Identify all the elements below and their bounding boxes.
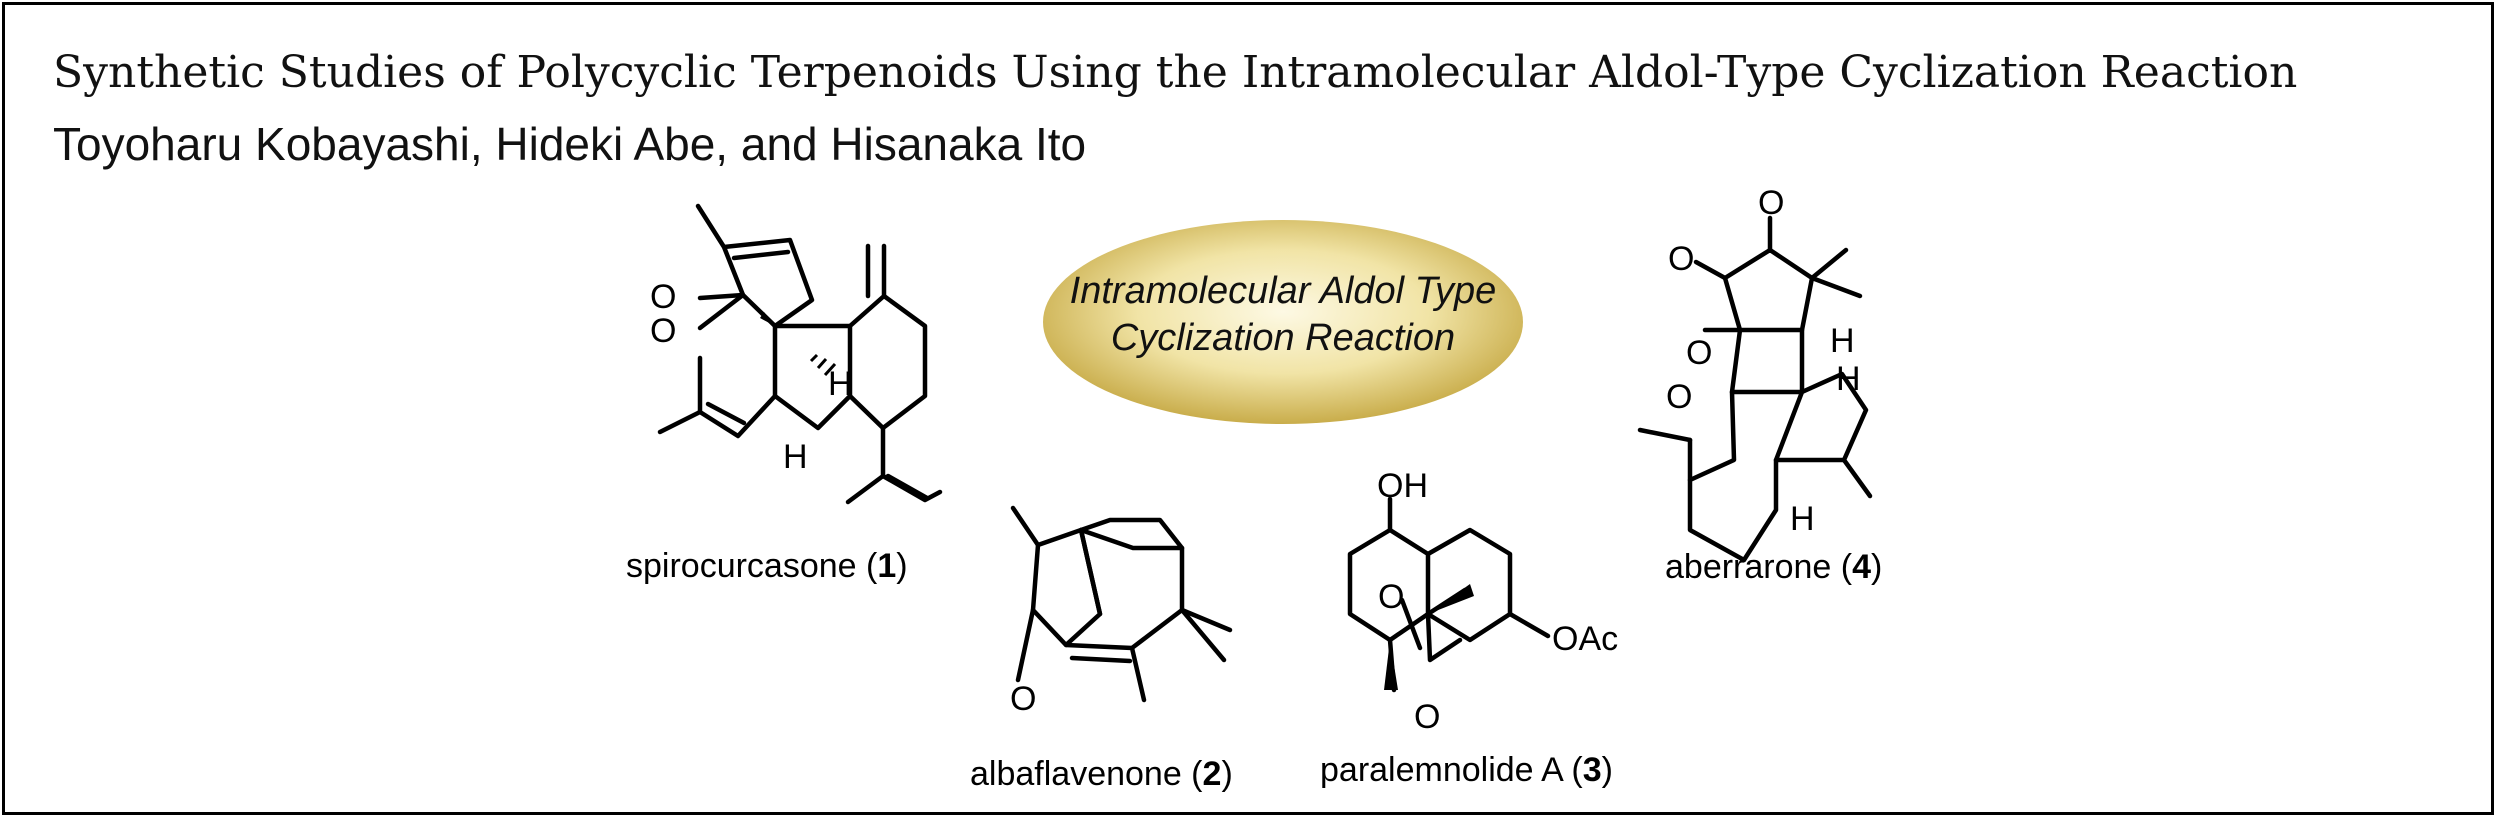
caption-close: ) [1221,755,1232,793]
caption-number: 4 [1852,548,1871,586]
caption-number: 2 [1203,755,1222,793]
oxygen-label: O [650,312,676,350]
hydrogen-label: H [1830,322,1855,360]
oxygen-label: O [650,278,676,316]
caption-compound-1: spirocurcasone (1) [626,547,908,585]
hydrogen-label: H [828,365,853,403]
hydrogen-label: H [1790,500,1815,538]
structure-spirocurcasone: O O H H spirocurcasone (1) [626,203,943,585]
caption-number: 1 [877,547,896,585]
caption-number: 3 [1583,751,1602,789]
caption-close: ) [896,547,907,585]
oxygen-label: O [1666,378,1692,416]
oxygen-label: O [1758,184,1784,222]
hydrogen-label: H [783,438,808,476]
acetoxy-label: OAc [1552,620,1618,658]
oval-line-1: Intramolecular Aldol Type [1070,270,1497,312]
caption-compound-3: paralemnolide A (3) [1320,751,1613,789]
hydroxyl-label: OH [1377,467,1428,505]
caption-compound-2: albaflavenone (2) [970,755,1233,793]
caption-compound-4: aberrarone (4) [1665,548,1882,586]
structure-paralemnolide-a: OH O O OAc paralemnolide A (3) [1320,467,1618,789]
oxygen-label: O [1686,334,1712,372]
paper-title: Synthetic Studies of Polycyclic Terpenoi… [53,47,2298,98]
oxygen-label: O [1414,698,1440,736]
caption-name: spirocurcasone ( [626,547,878,585]
oval-line-2: Cyclization Reaction [1111,317,1455,359]
caption-name: paralemnolide A ( [1320,751,1583,789]
caption-name: albaflavenone ( [970,755,1203,793]
caption-name: aberrarone ( [1665,548,1853,586]
caption-close: ) [1871,548,1882,586]
oxygen-label: O [1668,240,1694,278]
structure-aberrarone: O O O O H H H aberrarone (4) [1637,184,1882,586]
structure-albaflavenone: O albaflavenone (2) [970,505,1233,793]
oxygen-label: O [1010,680,1036,718]
caption-close: ) [1602,751,1613,789]
hydrogen-label: H [1836,360,1861,398]
oxygen-label: O [1378,578,1404,616]
reaction-oval: Intramolecular Aldol Type Cyclization Re… [1043,220,1523,424]
paper-authors: Toyoharu Kobayashi, Hideki Abe, and Hisa… [53,118,1087,170]
